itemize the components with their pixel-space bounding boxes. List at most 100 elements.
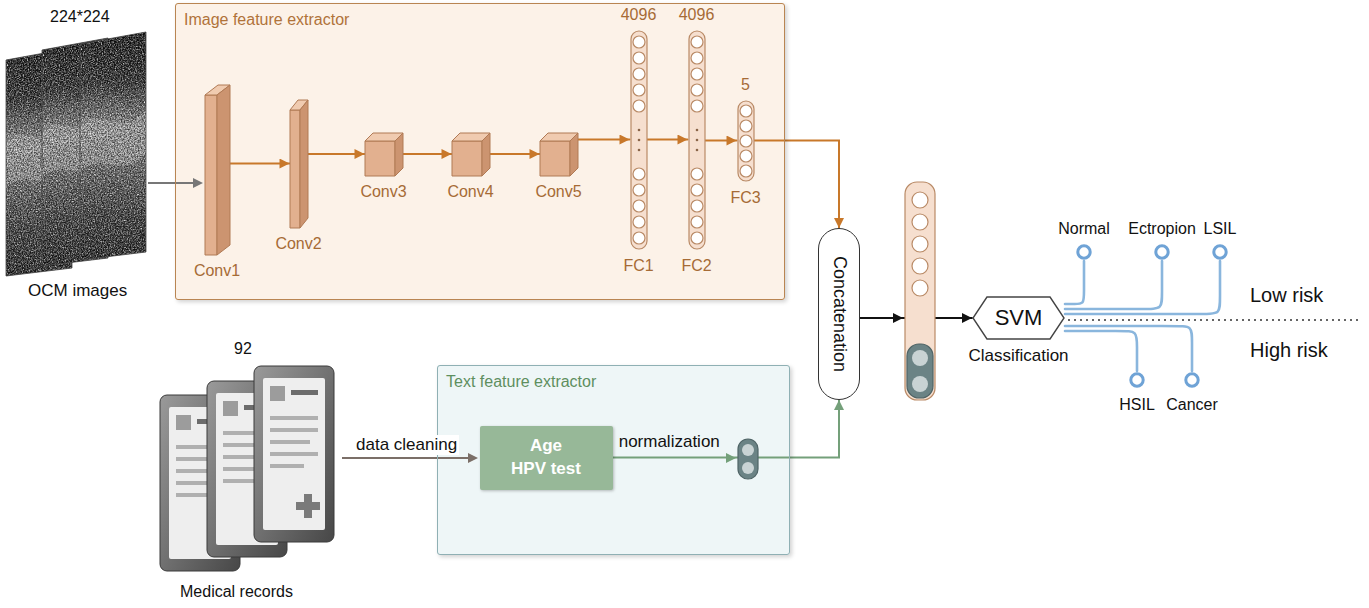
neuron xyxy=(740,135,752,147)
output-ring xyxy=(1131,374,1143,386)
neuron xyxy=(633,68,645,80)
image-size: 224*224 xyxy=(50,7,110,26)
records-caption: Medical records xyxy=(180,582,293,601)
flow-arrow xyxy=(706,140,737,142)
fc-layer: 4096FC2 xyxy=(688,30,706,250)
layer-text: FC2 xyxy=(681,256,711,275)
classifier-text: SVM xyxy=(995,305,1043,331)
fc-shape xyxy=(630,30,648,250)
svm-hexagon: SVMClassification xyxy=(972,296,1065,340)
panel-title: Image feature extractor xyxy=(184,10,349,29)
class-name: LSIL xyxy=(1204,219,1237,238)
layer-face xyxy=(300,100,308,228)
class-output: Normal xyxy=(1075,243,1093,261)
feature-name: Age xyxy=(530,435,562,457)
class-output: HSIL xyxy=(1128,371,1146,389)
ellipsis-dot xyxy=(695,148,698,151)
class-name: Cancer xyxy=(1166,395,1218,414)
neuron xyxy=(633,232,645,244)
conv-layer: Conv2 xyxy=(290,100,308,228)
layer-text: FC3 xyxy=(730,188,760,207)
layer-face xyxy=(205,95,217,255)
output-ring xyxy=(1186,374,1198,386)
ellipsis-dot xyxy=(695,138,698,141)
layer-text: FC1 xyxy=(623,256,653,275)
ellipsis-dot xyxy=(637,148,640,151)
feature-name: HPV test xyxy=(511,458,581,480)
layer-face xyxy=(540,141,570,176)
neuron xyxy=(691,36,703,48)
classifier-text: Classification xyxy=(968,346,1068,366)
class-output: Cancer xyxy=(1183,371,1201,389)
out-shape xyxy=(1153,243,1171,261)
layer-name: Conv1 xyxy=(194,261,240,280)
feature-box: AgeHPV test xyxy=(480,426,613,490)
layer-body xyxy=(738,101,754,181)
flow-arrow xyxy=(403,153,452,155)
output-line xyxy=(1065,261,1220,314)
fc-layer: 5FC3 xyxy=(737,100,755,182)
class-name: HSIL xyxy=(1119,395,1155,414)
conv-layer: Conv3 xyxy=(365,133,403,176)
output-line xyxy=(1065,261,1084,304)
neuron xyxy=(633,36,645,48)
concatenation-box: Concatenation xyxy=(818,228,860,400)
ocm-images xyxy=(6,32,146,276)
fc-layer: 4096FC1 xyxy=(630,30,648,250)
arrow-label: data cleaning xyxy=(354,435,459,455)
layer-text: 4096 xyxy=(621,5,657,24)
risk-label: Low risk xyxy=(1250,283,1323,307)
output-ring xyxy=(1214,246,1226,258)
fused-feature-vector xyxy=(893,182,935,400)
output-line xyxy=(1065,331,1137,371)
layer-text: 4096 xyxy=(679,5,715,24)
class-name: Normal xyxy=(1058,219,1110,238)
risk-divider xyxy=(1068,319,1360,321)
image-caption: OCM images xyxy=(28,281,127,301)
fc-shape xyxy=(688,30,706,250)
conv-shape xyxy=(365,133,403,176)
class-name: Ectropion xyxy=(1128,219,1196,238)
neuron xyxy=(633,100,645,112)
conv-layer: Conv5 xyxy=(540,133,578,176)
neuron xyxy=(633,184,645,196)
flow-arrow xyxy=(308,153,365,155)
out-shape xyxy=(1211,243,1229,261)
neuron xyxy=(633,84,645,96)
layer-name: Conv4 xyxy=(447,182,493,201)
neuron xyxy=(691,168,703,180)
concat-label: Concatenation xyxy=(828,256,850,372)
neuron xyxy=(740,165,752,177)
ellipsis-dot xyxy=(637,128,640,131)
conv-shape xyxy=(290,100,308,228)
flow-arrow xyxy=(648,139,688,141)
hexagon-outline xyxy=(973,297,1064,339)
panel-title: Text feature extractor xyxy=(446,372,596,391)
conv-shape xyxy=(540,133,578,176)
conv-layer: Conv1 xyxy=(205,85,230,255)
neuron xyxy=(633,52,645,64)
medical-records xyxy=(160,366,334,571)
out-shape xyxy=(1075,243,1093,261)
layer-face xyxy=(365,141,395,176)
out-shape xyxy=(1183,371,1201,389)
class-output: LSIL xyxy=(1211,243,1229,261)
output-line xyxy=(1065,261,1162,309)
out-shape xyxy=(1128,371,1146,389)
neuron xyxy=(633,168,645,180)
neuron xyxy=(740,150,752,162)
layer-name: Conv5 xyxy=(535,182,581,201)
layer-body xyxy=(631,31,647,249)
panel-fill xyxy=(437,365,790,555)
class-output: Ectropion xyxy=(1153,243,1171,261)
record-count: 92 xyxy=(234,339,252,358)
flow-arrow xyxy=(490,153,540,155)
edge-label: normalization xyxy=(619,432,720,452)
layer-face xyxy=(290,110,300,228)
flow-arrow xyxy=(613,400,840,458)
neuron xyxy=(691,200,703,212)
risk-label: High risk xyxy=(1250,338,1328,362)
output-ring xyxy=(1078,246,1090,258)
